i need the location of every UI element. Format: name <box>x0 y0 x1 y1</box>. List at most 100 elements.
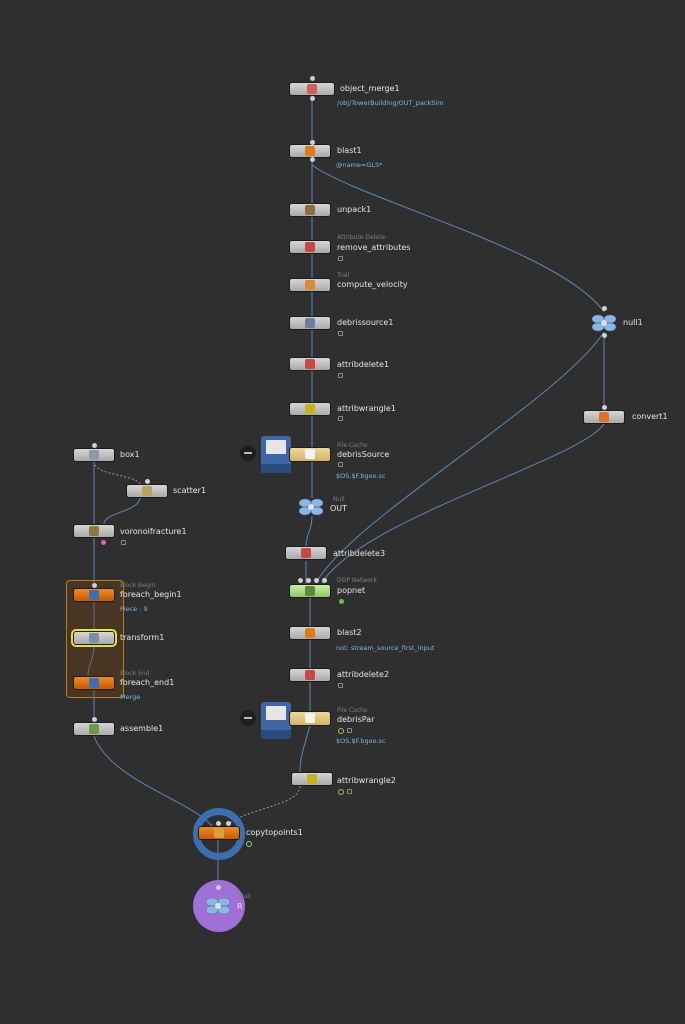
compute-velocity-type: Trail <box>337 272 350 279</box>
blast-icon <box>305 146 315 156</box>
foreach-end-type: Block End <box>120 670 150 677</box>
debrissource1-node[interactable] <box>289 316 331 330</box>
voronoifracture1-lock-icon <box>121 540 126 545</box>
copytopoints1-node[interactable] <box>198 826 240 840</box>
assemble1-label: assemble1 <box>120 724 164 733</box>
wrangle-icon <box>305 404 315 414</box>
debris-source-node[interactable] <box>289 447 331 462</box>
debris-source-type: File Cache <box>337 442 368 449</box>
foreach-begin1-label: foreach_begin1 <box>120 590 182 599</box>
port-dot <box>92 583 97 588</box>
remove-attributes-node[interactable] <box>289 240 331 254</box>
unpack1-node[interactable] <box>289 203 331 217</box>
attribdelete1-node[interactable] <box>289 357 331 371</box>
file-cache-2-icon <box>261 702 291 739</box>
debrissource1-lock-icon <box>338 331 343 336</box>
unpack1-label: unpack1 <box>337 205 372 214</box>
foreach-end1-label: foreach_end1 <box>120 678 175 687</box>
blast1-node[interactable] <box>289 144 331 158</box>
file-cache-icon <box>305 449 315 459</box>
voronoifracture1-label: voronoifracture1 <box>120 527 187 536</box>
attribute-delete-icon <box>305 359 315 369</box>
debris-icon <box>305 318 315 328</box>
popnet-flag-icon <box>339 599 344 604</box>
attribwrangle1-lock-icon <box>338 416 343 421</box>
attribdelete2-node[interactable] <box>289 668 331 682</box>
file-cache-icon <box>261 436 291 473</box>
popnet-node[interactable] <box>289 584 331 598</box>
transform-icon <box>89 633 99 643</box>
trail-icon <box>305 280 315 290</box>
box1-label: box1 <box>120 450 140 459</box>
out-type: Null <box>333 496 345 503</box>
bypass-toggle-icon[interactable] <box>240 445 256 461</box>
popnet-type: DOP Network <box>337 577 377 584</box>
object-merge1-node[interactable] <box>289 82 335 96</box>
port-dot <box>310 76 315 81</box>
foreach-begin-type: Block Begin <box>120 582 156 589</box>
box1-node[interactable] <box>73 448 115 462</box>
port-dot <box>310 96 315 101</box>
convert-icon <box>599 412 609 422</box>
attribdelete2-label: attribdelete2 <box>337 670 390 679</box>
foreach-begin1-param: Piece : 9 <box>120 605 148 613</box>
null1-label: null1 <box>623 318 643 327</box>
file-cache-icon <box>305 713 315 723</box>
voronoifracture1-node[interactable] <box>73 524 115 538</box>
debris-par-lock-icon <box>347 728 352 733</box>
object-merge-icon <box>307 84 317 94</box>
port-dot <box>602 333 607 338</box>
copytopoints-ring <box>193 808 245 860</box>
transform1-label: transform1 <box>120 633 165 642</box>
scatter1-label: scatter1 <box>173 486 207 495</box>
port-dot <box>602 306 607 311</box>
object-merge1-param: /obj/TowerBuilding/OUT_packSim <box>337 99 444 107</box>
attribdelete3-label: attribdelete3 <box>333 549 386 558</box>
foreach-icon <box>89 590 99 600</box>
null-out-node[interactable] <box>205 897 231 915</box>
object-merge1-label: object_merge1 <box>340 84 400 93</box>
null1-node[interactable] <box>591 314 617 332</box>
port-dot <box>145 479 150 484</box>
port-dot <box>226 821 231 826</box>
remove-attributes-label: remove_attributes <box>337 243 411 252</box>
copytopoints-flag-icon <box>246 841 252 847</box>
debris-par-node[interactable] <box>289 711 331 726</box>
out-null-node[interactable] <box>298 498 324 516</box>
copytopoints1-label: copytopoints1 <box>246 828 303 837</box>
debris-source-label: debrisSource <box>337 450 390 459</box>
attribwrangle1-label: attribwrangle1 <box>337 404 396 413</box>
out-label: OUT <box>330 504 348 513</box>
port-dot <box>298 578 303 583</box>
port-dot <box>92 717 97 722</box>
transform1-node[interactable] <box>71 629 117 647</box>
port-dot <box>310 140 315 145</box>
attribute-delete-icon <box>301 548 311 558</box>
debris-par-label: debrisPar <box>337 715 375 724</box>
port-dot <box>216 821 221 826</box>
scatter1-node[interactable] <box>126 484 168 498</box>
debris-source-param: $OS.$F.bgeo.sc <box>336 472 386 480</box>
wrangle-icon <box>307 774 317 784</box>
convert1-node[interactable] <box>583 410 625 424</box>
unpack-icon <box>305 205 315 215</box>
foreach-end1-param: Merge <box>120 693 141 701</box>
attribute-delete-icon <box>305 242 315 252</box>
assemble1-node[interactable] <box>73 722 115 736</box>
foreach-end1-node[interactable] <box>73 676 115 690</box>
foreach-begin1-node[interactable] <box>73 588 115 602</box>
scatter-icon <box>142 486 152 496</box>
attribdelete3-node[interactable] <box>285 546 327 560</box>
blast2-node[interactable] <box>289 626 331 640</box>
bypass-toggle-2-icon[interactable] <box>240 710 256 726</box>
null-out-type: Null <box>239 893 251 900</box>
attribwrangle1-node[interactable] <box>289 402 331 416</box>
port-dot <box>322 578 327 583</box>
attribwrangle2-node[interactable] <box>291 772 333 786</box>
debris-par-type: File Cache <box>337 707 368 714</box>
blast-icon <box>305 628 315 638</box>
compute-velocity-node[interactable] <box>289 278 331 292</box>
remove-attributes-lock-icon <box>338 256 343 261</box>
debris-par-param: $OS.$F.bgeo.sc <box>336 737 386 745</box>
null-out-label: R <box>237 902 243 911</box>
